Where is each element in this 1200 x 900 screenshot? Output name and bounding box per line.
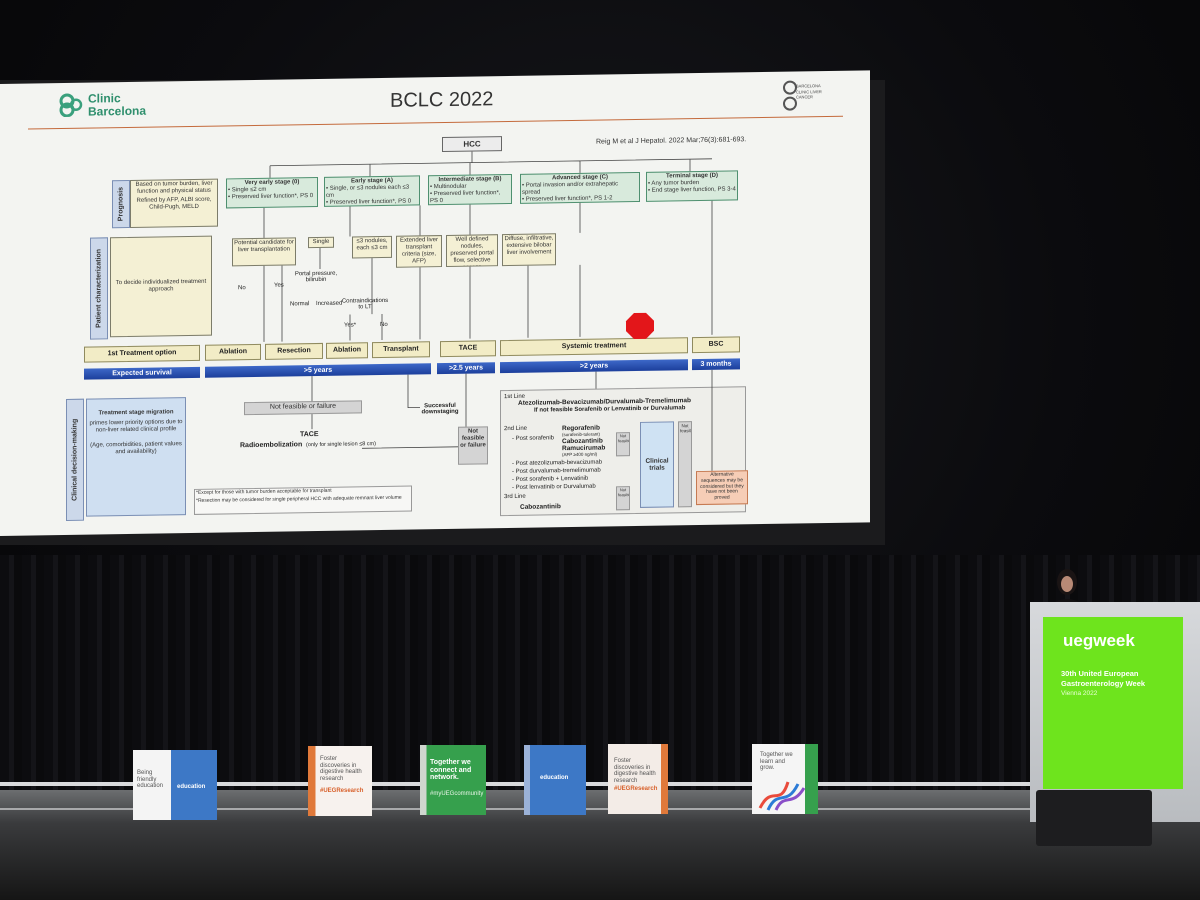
footnote-box: *Except for those with tumor burden acce… <box>194 485 412 515</box>
cube-4-tag: #myUEGcommunity <box>430 791 484 797</box>
cube-learn-grow: Together we learn and grow. <box>752 744 818 814</box>
floor-monitor <box>1036 790 1152 846</box>
presentation-slide: Clinic Barcelona BCLC 2022 BARCELONA CLI… <box>0 70 870 536</box>
cube-education-1: Being friendly education education <box>133 750 217 820</box>
cube-3-tag: #UEGResearch <box>320 788 364 794</box>
cube-4-text: Together we connect and network. <box>430 759 472 782</box>
decision-connectors <box>311 369 713 471</box>
podium-line-3: Vienna 2022 <box>1061 690 1098 697</box>
cube-6-text: Foster discoveries in digestive health r… <box>614 758 656 784</box>
colorful-ribbon-icon <box>758 781 806 811</box>
cube-education-2: education <box>524 745 586 815</box>
footnote-2: *Resection may be considered for single … <box>196 494 402 504</box>
podium-line-2: Gastroenterology Week <box>1061 679 1146 688</box>
stage-edge <box>0 808 1200 810</box>
cube-1-brand: education <box>177 784 206 790</box>
stage-railing <box>0 782 1040 786</box>
cube-1-text: Being friendly education <box>137 770 164 790</box>
cube-community: Together we connect and network. #myUEGc… <box>420 745 486 815</box>
cube-5-brand: education <box>540 775 569 781</box>
bclc-logo-icon <box>780 77 830 114</box>
cube-research-2: Foster discoveries in digestive health r… <box>608 744 668 814</box>
clinic-logo-icon <box>58 93 84 118</box>
podium-screen: uegweek 30th United European Gastroenter… <box>1043 617 1183 789</box>
cube-3-text: Foster discoveries in digestive health r… <box>320 756 362 782</box>
cube-research-1: Foster discoveries in digestive health r… <box>308 746 372 816</box>
podium-line-1: 30th United European <box>1061 669 1139 678</box>
podium-brand: uegweek <box>1063 631 1135 650</box>
laser-pointer-marker-icon <box>625 312 655 340</box>
cube-7-text: Together we learn and grow. <box>760 752 793 772</box>
cube-6-tag: #UEGResearch <box>614 786 658 792</box>
flow-connectors <box>263 151 713 342</box>
